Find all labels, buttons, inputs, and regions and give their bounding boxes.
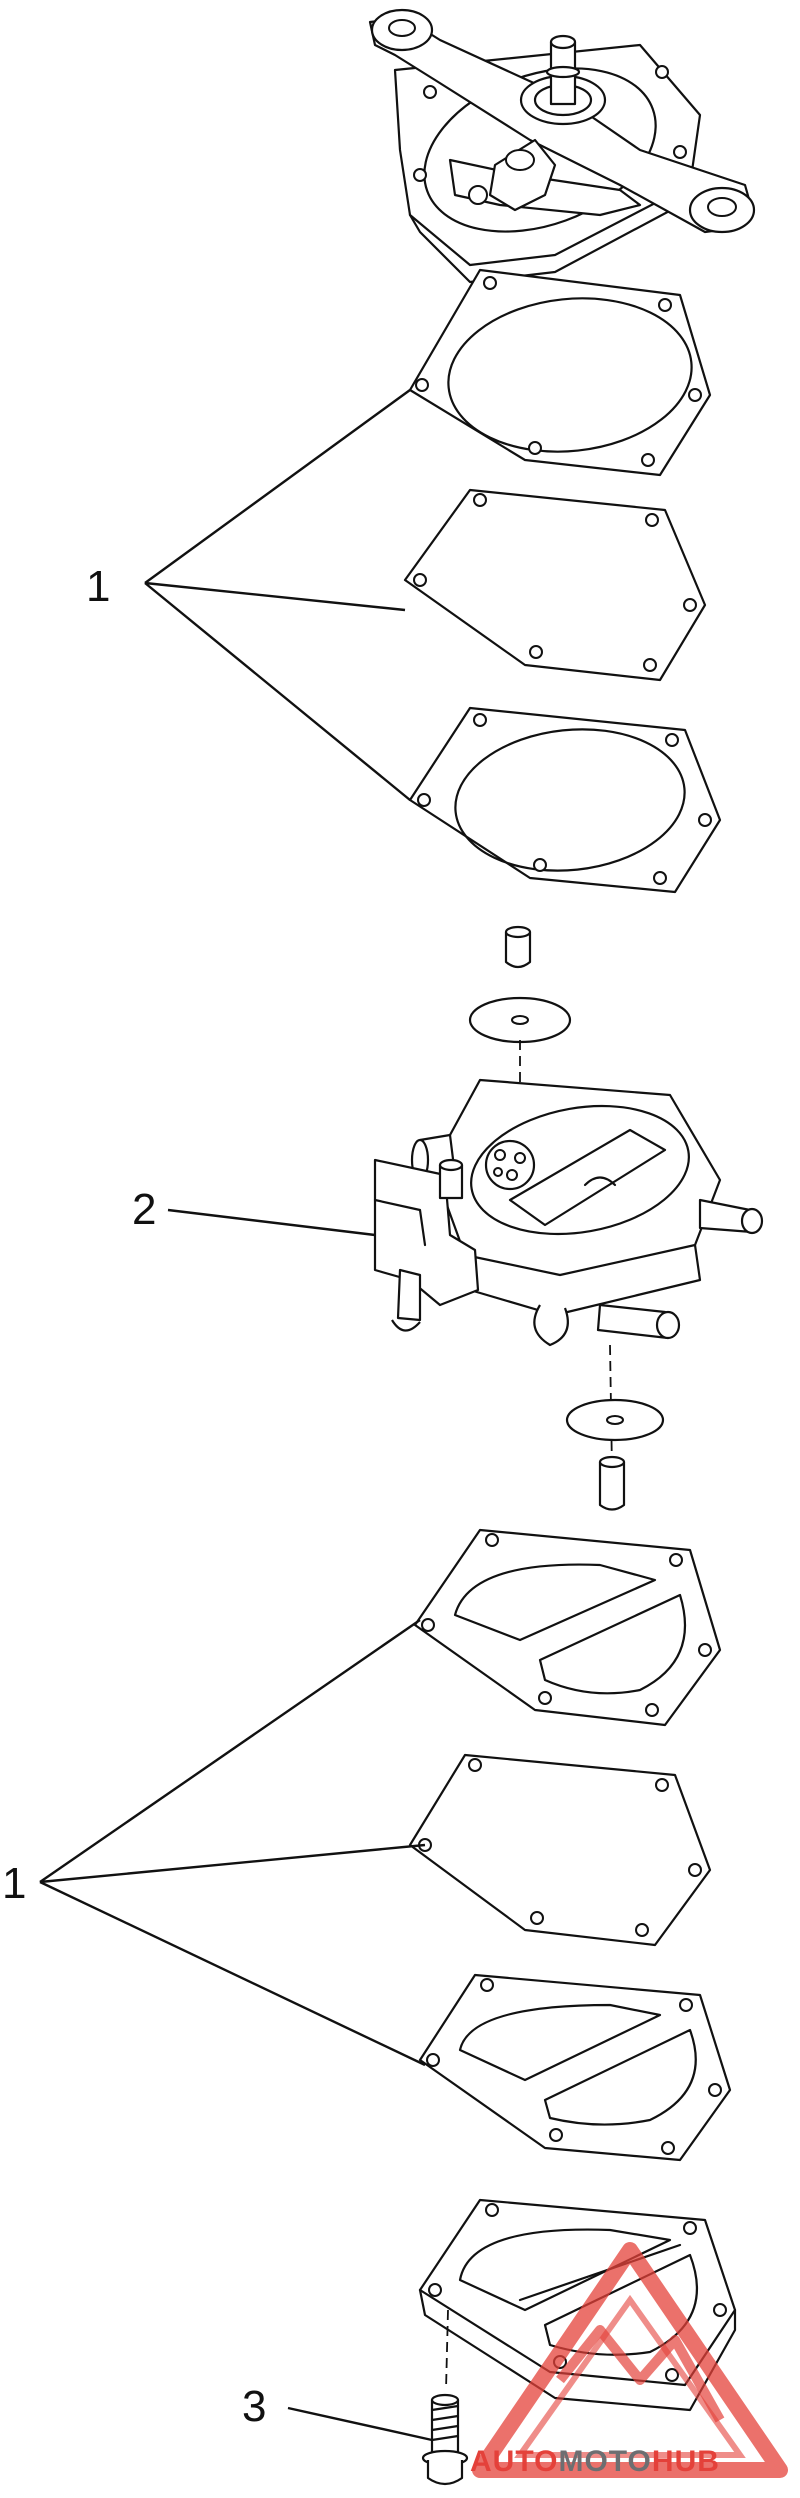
pump-cover-assembly [368, 8, 756, 284]
upper-gasket-3 [408, 706, 722, 894]
callout-2: 2 [132, 1185, 157, 1234]
callout-1-upper: 1 [86, 562, 111, 611]
lower-gasket-3 [418, 1973, 732, 2162]
watermark-part-moto: MOTO [558, 2445, 652, 2478]
mounting-screw [421, 2309, 469, 2486]
single-callout-leaders [167, 1208, 433, 2442]
fuel-pump-body [373, 1078, 764, 1471]
lower-gasket-1 [413, 1528, 722, 1727]
upper-gasket-1 [408, 268, 712, 477]
watermark-part-auto: AUTO [470, 2445, 559, 2478]
callout-1-lower: 1 [2, 1859, 27, 1908]
upper-callout-leaders [144, 389, 411, 801]
upper-gasket-2 [403, 488, 707, 682]
lower-check-valve [565, 1398, 665, 1511]
lower-gasket-2 [408, 1753, 712, 1947]
automotohub-logo [472, 2242, 788, 2478]
callout-3: 3 [242, 2382, 267, 2431]
watermark-part-hub: HUB [651, 2445, 720, 2478]
upper-check-valve [468, 925, 572, 1180]
watermark-text: AUTOMOTOHUB [470, 2445, 720, 2479]
lower-callout-leaders [39, 1619, 426, 2067]
